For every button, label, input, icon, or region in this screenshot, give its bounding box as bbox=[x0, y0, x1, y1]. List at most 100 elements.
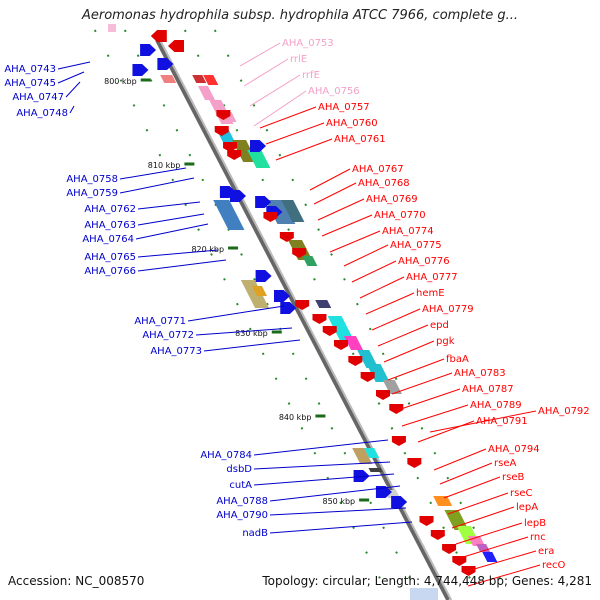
gene-feature-block[interactable] bbox=[444, 510, 469, 530]
gene-label-rsea[interactable]: rseA bbox=[494, 458, 516, 469]
gene-label-aha-0771[interactable]: AHA_0771 bbox=[134, 316, 186, 327]
gene-feature-block[interactable] bbox=[382, 380, 402, 394]
gene-feature-block[interactable] bbox=[327, 316, 355, 342]
gene-arrow[interactable] bbox=[216, 110, 231, 120]
gene-label-cuta[interactable]: cutA bbox=[229, 480, 252, 491]
gene-label-aha-0759[interactable]: AHA_0759 bbox=[66, 188, 118, 199]
gene-label-fbaa[interactable]: fbaA bbox=[446, 354, 469, 365]
gene-label-rsec[interactable]: rseC bbox=[510, 488, 532, 499]
gene-label-aha-0794[interactable]: AHA_0794 bbox=[488, 444, 540, 455]
gene-label-aha-0789[interactable]: AHA_0789 bbox=[470, 400, 522, 411]
gene-arrow[interactable] bbox=[140, 44, 157, 56]
gene-label-rrfe[interactable]: rrfE bbox=[302, 70, 320, 81]
gene-arrow[interactable] bbox=[295, 300, 310, 310]
gene-label-aha-0774[interactable]: AHA_0774 bbox=[382, 226, 434, 237]
gene-feature-block[interactable] bbox=[108, 24, 116, 32]
gene-arrow[interactable] bbox=[292, 248, 307, 258]
gene-label-aha-0775[interactable]: AHA_0775 bbox=[390, 240, 442, 251]
gene-label-aha-0770[interactable]: AHA_0770 bbox=[374, 210, 426, 221]
gene-feature-block[interactable] bbox=[240, 280, 270, 308]
gene-label-lepb[interactable]: lepB bbox=[524, 518, 546, 529]
gene-arrow[interactable] bbox=[419, 516, 434, 526]
gene-label-rrle[interactable]: rrlE bbox=[290, 54, 307, 65]
gene-label-aha-0743[interactable]: AHA_0743 bbox=[4, 64, 56, 75]
gene-feature-block[interactable] bbox=[357, 350, 379, 368]
gene-label-aha-0784[interactable]: AHA_0784 bbox=[200, 450, 252, 461]
gene-feature-block[interactable] bbox=[251, 286, 268, 296]
gene-arrow[interactable] bbox=[230, 190, 246, 202]
gene-arrow[interactable] bbox=[391, 436, 406, 446]
gene-arrow[interactable] bbox=[274, 290, 290, 302]
gene-feature-block[interactable] bbox=[192, 75, 207, 83]
gene-label-aha-0783[interactable]: AHA_0783 bbox=[454, 368, 506, 379]
gene-arrow[interactable] bbox=[353, 470, 370, 482]
gene-feature-block[interactable] bbox=[364, 448, 380, 458]
gene-arrow[interactable] bbox=[157, 58, 174, 70]
gene-arrow[interactable] bbox=[150, 30, 167, 42]
gene-label-aha-0757[interactable]: AHA_0757 bbox=[318, 102, 370, 113]
gene-label-pgk[interactable]: pgk bbox=[436, 336, 455, 347]
gene-arrow[interactable] bbox=[391, 496, 408, 508]
gene-label-aha-0773[interactable]: AHA_0773 bbox=[150, 346, 202, 357]
gene-label-dsbd[interactable]: dsbD bbox=[226, 464, 252, 475]
gene-feature-block[interactable] bbox=[352, 448, 373, 464]
gene-label-aha-0758[interactable]: AHA_0758 bbox=[66, 174, 118, 185]
gene-feature-block[interactable] bbox=[213, 200, 245, 230]
gene-arrow[interactable] bbox=[430, 530, 445, 540]
gene-arrow[interactable] bbox=[168, 40, 184, 52]
gene-arrow[interactable] bbox=[227, 150, 242, 160]
gene-label-aha-0776[interactable]: AHA_0776 bbox=[398, 256, 450, 267]
gene-arrow[interactable] bbox=[255, 196, 272, 208]
gene-feature-block[interactable] bbox=[433, 496, 453, 506]
gene-label-aha-0760[interactable]: AHA_0760 bbox=[326, 118, 378, 129]
gene-arrow[interactable] bbox=[312, 314, 327, 324]
gene-label-aha-0779[interactable]: AHA_0779 bbox=[422, 304, 474, 315]
gene-label-aha-0763[interactable]: AHA_0763 bbox=[84, 220, 136, 231]
gene-label-aha-0761[interactable]: AHA_0761 bbox=[334, 134, 386, 145]
gene-feature-block[interactable] bbox=[302, 256, 318, 266]
gene-arrow[interactable] bbox=[279, 232, 294, 242]
gene-feature-block[interactable] bbox=[247, 150, 271, 168]
gene-label-aha-0767[interactable]: AHA_0767 bbox=[352, 164, 404, 175]
gene-feature-block[interactable] bbox=[197, 86, 216, 100]
gene-feature-block[interactable] bbox=[281, 200, 305, 222]
gene-label-era[interactable]: era bbox=[538, 546, 554, 557]
gene-arrow[interactable] bbox=[250, 140, 266, 152]
gene-arrow[interactable] bbox=[348, 356, 363, 366]
gene-label-rnc[interactable]: rnc bbox=[530, 532, 546, 543]
gene-label-aha-0791[interactable]: AHA_0791 bbox=[476, 416, 528, 427]
gene-feature-block[interactable] bbox=[203, 75, 219, 85]
gene-label-aha-0745[interactable]: AHA_0745 bbox=[4, 78, 56, 89]
gene-label-aha-0792[interactable]: AHA_0792 bbox=[538, 406, 590, 417]
gene-label-aha-0765[interactable]: AHA_0765 bbox=[84, 252, 136, 263]
gene-feature-block[interactable] bbox=[368, 468, 383, 472]
gene-label-heme[interactable]: hemE bbox=[416, 288, 445, 299]
gene-arrow[interactable] bbox=[375, 486, 392, 498]
gene-label-aha-0777[interactable]: AHA_0777 bbox=[406, 272, 458, 283]
gene-arrow[interactable] bbox=[452, 556, 467, 566]
gene-label-aha-0790[interactable]: AHA_0790 bbox=[216, 510, 268, 521]
gene-feature-block[interactable] bbox=[482, 552, 498, 562]
gene-label-aha-0769[interactable]: AHA_0769 bbox=[366, 194, 418, 205]
gene-feature-block[interactable] bbox=[343, 336, 364, 350]
gene-label-aha-0768[interactable]: AHA_0768 bbox=[358, 178, 410, 189]
gene-arrow[interactable] bbox=[407, 458, 422, 468]
gene-feature-block[interactable] bbox=[315, 300, 332, 308]
gene-arrow[interactable] bbox=[223, 142, 238, 152]
gene-label-aha-0762[interactable]: AHA_0762 bbox=[84, 204, 136, 215]
gene-arrow[interactable] bbox=[334, 340, 348, 350]
gene-label-lepa[interactable]: lepA bbox=[516, 502, 538, 513]
gene-label-aha-0748[interactable]: AHA_0748 bbox=[16, 108, 68, 119]
gene-label-aha-0772[interactable]: AHA_0772 bbox=[142, 330, 194, 341]
gene-arrow[interactable] bbox=[442, 544, 457, 554]
gene-label-aha-0787[interactable]: AHA_0787 bbox=[462, 384, 514, 395]
gene-arrow[interactable] bbox=[280, 302, 297, 314]
gene-arrow[interactable] bbox=[389, 404, 404, 414]
gene-arrow[interactable] bbox=[132, 64, 149, 76]
gene-arrow[interactable] bbox=[255, 270, 272, 282]
gene-arrow[interactable] bbox=[214, 126, 229, 136]
gene-arrow[interactable] bbox=[376, 390, 390, 400]
gene-label-rseb[interactable]: rseB bbox=[502, 472, 524, 483]
gene-label-aha-0764[interactable]: AHA_0764 bbox=[82, 234, 134, 245]
gene-label-aha-0756[interactable]: AHA_0756 bbox=[308, 86, 360, 97]
